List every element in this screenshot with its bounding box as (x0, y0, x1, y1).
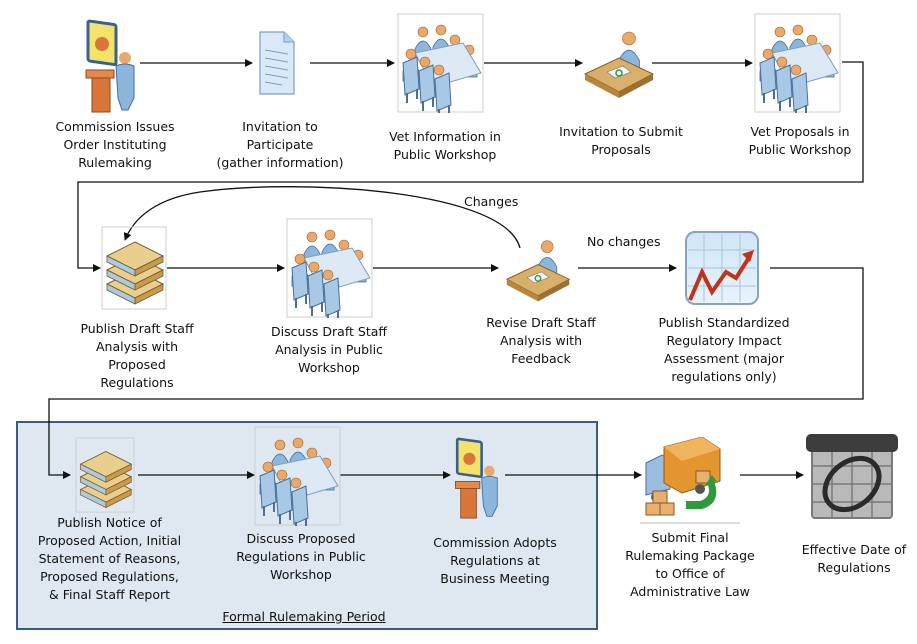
step-label-s10: Publish Notice of Proposed Action, Initi… (37, 515, 182, 602)
step-label-s1: Commission Issues Order Instituting Rule… (55, 119, 175, 170)
step-label-s4: Invitation to Submit Proposals (559, 124, 683, 157)
step-label-s11: Discuss Proposed Regulations in Public W… (236, 531, 366, 582)
step-label-s14: Effective Date of Regulations (801, 542, 907, 575)
arrow-changes-loop (123, 186, 521, 249)
step-label-s3: Vet Information in Public Workshop (389, 129, 501, 162)
step-label-s13: Submit Final Rulemaking Package to Offic… (625, 530, 755, 599)
step-label-s6: Publish Draft Staff Analysis with Propos… (80, 321, 194, 390)
calendar-icon (806, 434, 898, 519)
meeting-table-icon (754, 13, 841, 113)
changes-edge-label: Changes (464, 194, 519, 209)
step-label-s7: Discuss Draft Staff Analysis in Public W… (271, 324, 387, 375)
meeting-table-icon (254, 426, 341, 526)
step-label-s5: Vet Proposals in Public Workshop (748, 124, 852, 157)
books-stack-icon (75, 437, 135, 513)
books-stack-icon (101, 226, 167, 310)
meeting-table-icon (286, 218, 373, 318)
rising-chart-icon (685, 231, 759, 305)
step-label-s9: Publish Standardized Regulatory Impact A… (658, 315, 790, 384)
person-at-desk-icon (583, 31, 655, 98)
meeting-table-icon (397, 13, 484, 113)
step-label-s12: Commission Adopts Regulations at Busines… (433, 535, 557, 586)
presenter-podium-icon (85, 19, 135, 113)
step-label-s2: Invitation to Participate (gather inform… (216, 119, 344, 170)
delivery-truck-icon (640, 437, 740, 524)
connector-s5-s6 (77, 61, 864, 272)
formal-rulemaking-period-label: Formal Rulemaking Period (222, 609, 386, 624)
person-at-desk-icon (505, 240, 571, 302)
no-changes-edge-label: No changes (587, 234, 661, 249)
presenter-podium-icon (455, 437, 498, 519)
connector-s9-s10 (48, 267, 864, 479)
document-icon (259, 31, 295, 95)
step-label-s8: Revise Draft Staff Analysis with Feedbac… (486, 315, 596, 366)
